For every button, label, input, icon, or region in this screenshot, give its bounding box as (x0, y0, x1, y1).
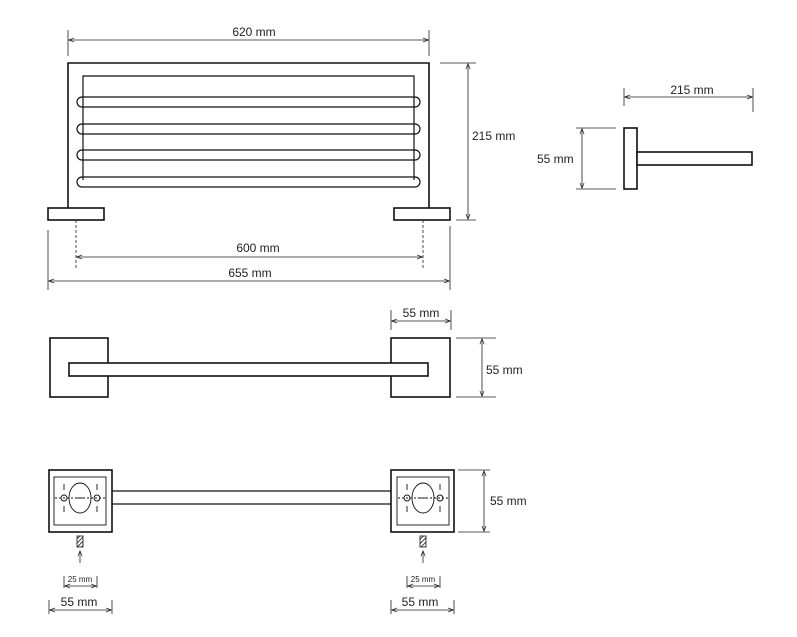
right-screw-icon (419, 535, 427, 548)
mount-dim-25-left-label: 25 mm (68, 575, 93, 584)
side-dim-55-label: 55 mm (537, 152, 574, 166)
left-screw-hole-1 (60, 494, 68, 502)
right-plate-outer (390, 469, 455, 533)
top-dim-55h-label: 55 mm (486, 363, 523, 377)
top-dim-55w-label: 55 mm (403, 306, 440, 320)
left-screw-icon (76, 535, 84, 548)
dim-620-label: 620 mm (232, 25, 275, 39)
side-view: 215 mm 55 mm (537, 83, 754, 190)
mount-dim-55h-label: 55 mm (490, 494, 527, 508)
outer-frame (67, 62, 430, 208)
mount-dim-55-right-label: 55 mm (402, 595, 439, 609)
right-screw-hole-1 (403, 494, 411, 502)
mount-dim-55-left-label: 55 mm (61, 595, 98, 609)
shelf-bar-2 (76, 123, 421, 135)
right-screw-hole-2 (436, 494, 444, 502)
side-dim-215-label: 215 mm (670, 83, 713, 97)
side-arm (636, 151, 753, 166)
left-mount-plate (48, 469, 113, 533)
left-plate-outer (48, 469, 113, 533)
right-mount-plate (390, 469, 455, 533)
side-wall-plate (623, 127, 638, 190)
mount-dim-25-right-label: 25 mm (411, 575, 436, 584)
left-screw-hole-2 (93, 494, 101, 502)
shelf-bar-3 (76, 149, 421, 161)
right-plate-inner (396, 476, 450, 526)
dim-655-label: 655 mm (228, 266, 271, 280)
dim-215-label: 215 mm (472, 129, 515, 143)
dim-600-label: 600 mm (236, 241, 279, 255)
left-wall-mount (47, 207, 105, 221)
front-view: 620 mm 215 mm 600 mm 655 mm (47, 25, 515, 290)
shelf-frame (82, 75, 415, 180)
right-plate-slot (411, 482, 435, 514)
left-plate-inner (53, 476, 107, 526)
right-wall-mount (393, 207, 451, 221)
left-plate-slot (68, 482, 92, 514)
shelf-bar-1 (76, 96, 421, 108)
mounting-view: 55 mm 25 mm 25 mm 55 mm 55 mm (48, 469, 527, 614)
top-bar (68, 362, 429, 377)
shelf-bar-4 (76, 176, 421, 188)
top-view: 55 mm 55 mm (49, 306, 523, 398)
